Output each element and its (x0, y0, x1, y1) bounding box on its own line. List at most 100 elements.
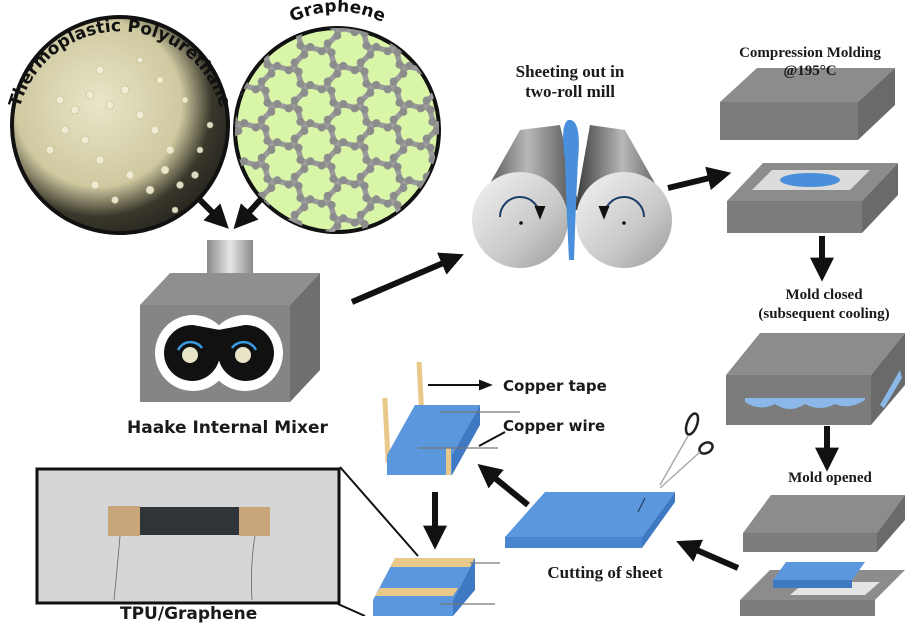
carbon-atom (294, 143, 303, 152)
carbon-atom (438, 195, 439, 204)
carbon-atom (318, 238, 326, 246)
carbon-atom (357, 249, 365, 257)
carbon-atom (356, 210, 365, 219)
carbon-atom (450, 9, 458, 17)
carbon-atom (389, 191, 398, 200)
carbon-atom (438, 272, 446, 280)
carbon-atom (460, 125, 468, 133)
carbon-atom (333, 31, 342, 40)
carbon-atom (273, 176, 282, 185)
compression-mold-icon (720, 68, 898, 233)
carbon-atom (372, 81, 381, 89)
carbon-atom (405, 28, 414, 32)
carbon-atom (290, 172, 299, 181)
carbon-atom (422, 96, 431, 105)
carbon-atom (416, 218, 425, 227)
final-sample-icon (373, 558, 500, 616)
carbon-atom (438, 157, 439, 166)
arrow-to-copper-sample (477, 463, 530, 508)
carbon-atom (389, 115, 398, 124)
mold-closed-label: Mold closed (subsequent cooling) (735, 286, 913, 324)
carbon-atom (393, 201, 402, 209)
carbon-atom (450, 124, 458, 132)
carbon-atom (356, 58, 365, 67)
carbon-atom (399, 0, 407, 2)
carbon-atom (323, 229, 332, 232)
carbon-atom (295, 258, 303, 266)
carbon-atom (390, 306, 398, 314)
carbon-atom (258, 1, 266, 9)
carbon-atom (395, 28, 404, 31)
carbon-atom (350, 142, 359, 151)
carbon-atom (339, 176, 348, 185)
carbon-atom (465, 260, 473, 268)
carbon-atom (230, 232, 238, 240)
carbon-atom (240, 5, 248, 13)
carbon-atom (366, 279, 374, 287)
carbon-atom (234, 13, 242, 21)
carbon-atom (366, 50, 375, 59)
hexagon-bond (424, 197, 439, 232)
carbon-atom (350, 104, 359, 113)
carbon-atom (329, 251, 337, 259)
arrow-mill-to-compression (667, 166, 732, 191)
carbon-atom (384, 238, 392, 246)
carbon-atom (460, 201, 468, 209)
carbon-atom (296, 155, 305, 164)
mill-label-line2: two-roll mill (525, 82, 615, 101)
carbon-atom (329, 60, 338, 69)
carbon-atom (399, 69, 408, 78)
carbon-atom (273, 252, 281, 260)
carbon-atom (327, 124, 336, 133)
hexagon-bond (361, 237, 404, 280)
carbon-atom (267, 184, 276, 193)
carbon-atom (405, 100, 414, 108)
carbon-atom (362, 308, 370, 316)
carbon-atom (284, 66, 293, 75)
carbon-atom (460, 239, 468, 247)
carbon-atom (339, 291, 347, 299)
carbon-atom (390, 1, 398, 9)
carbon-atom (329, 174, 338, 183)
carbon-atom (350, 66, 359, 75)
carbon-atom (356, 134, 365, 143)
carbon-atom (362, 155, 371, 164)
carbon-atom (357, 287, 365, 295)
carbon-atom (399, 184, 408, 193)
carbon-atom (317, 161, 326, 170)
carbon-atom (300, 203, 309, 212)
carbon-atom (300, 127, 309, 135)
carbon-atom (273, 138, 282, 147)
carbon-atom (235, 117, 239, 126)
carbon-atom (333, 298, 341, 306)
carbon-atom (235, 29, 237, 38)
carbon-atom (362, 79, 371, 88)
carbon-atom (426, 181, 435, 190)
carbon-atom (465, 70, 473, 78)
carbon-atom (432, 127, 439, 135)
carbon-atom (290, 134, 299, 143)
carbon-atom (261, 124, 270, 133)
hexagon-bond (235, 28, 274, 54)
carbon-atom (267, 107, 276, 116)
carbon-atom (383, 199, 392, 208)
carbon-atom (339, 214, 348, 223)
carbon-atom (399, 146, 408, 154)
carbon-atom (362, 270, 370, 278)
carbon-atom (329, 327, 337, 335)
carbon-atom (361, 258, 369, 266)
mold-opened-icon (740, 495, 905, 616)
carbon-atom (366, 127, 375, 135)
carbon-atom (306, 195, 315, 204)
compression-label-line1: Compression Molding (739, 45, 881, 61)
carbon-atom (465, 32, 473, 40)
carbon-atom (351, 333, 359, 341)
carbon-atom (339, 138, 348, 147)
carbon-atom (416, 104, 425, 113)
carbon-atom (329, 289, 337, 297)
carbon-atom (306, 157, 315, 166)
carbon-atom (197, 23, 205, 31)
carbon-atom (296, 41, 305, 50)
carbon-atom (192, 1, 200, 9)
carbon-atom (296, 194, 305, 202)
